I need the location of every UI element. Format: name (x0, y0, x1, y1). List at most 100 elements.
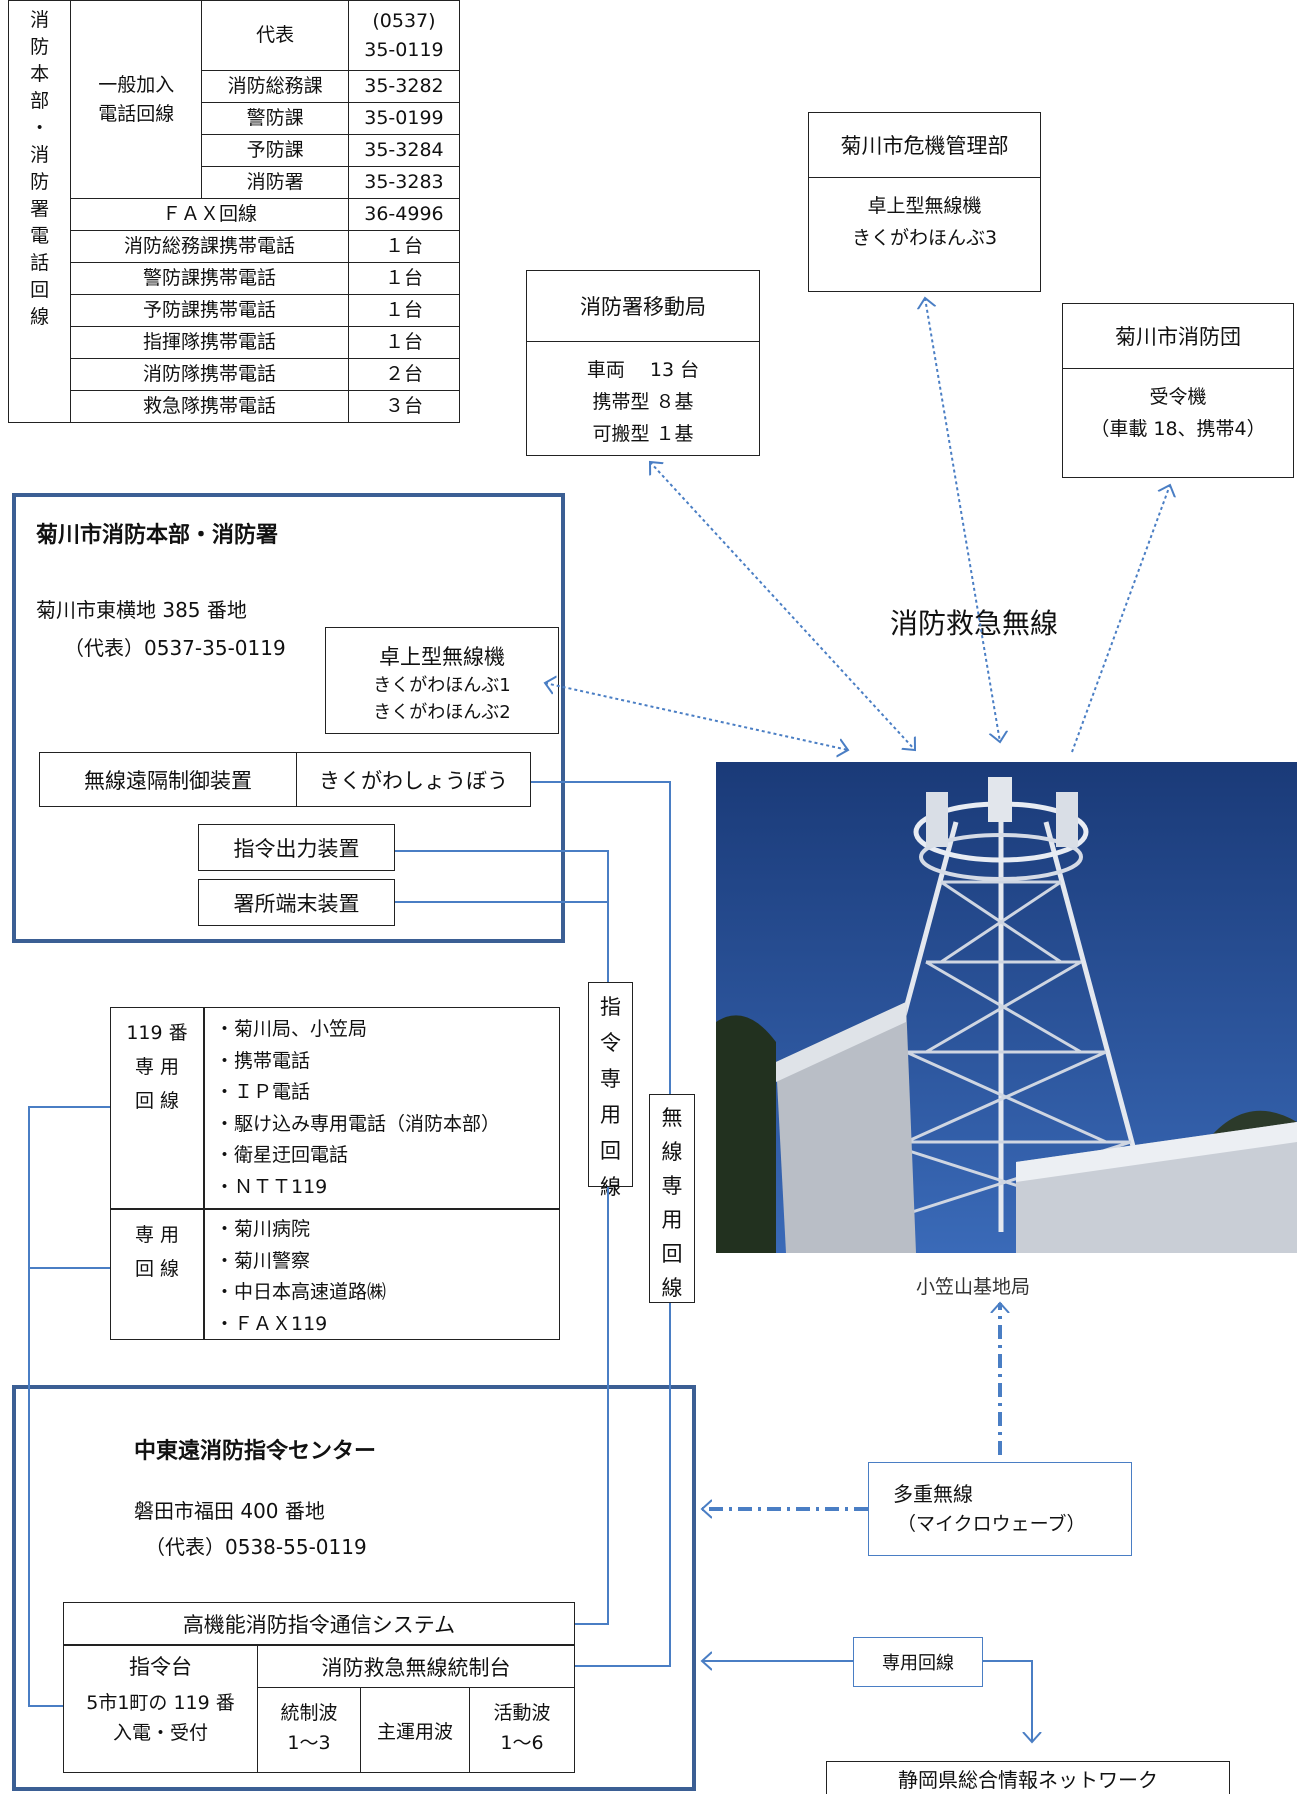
console-box: 指令台 5市1町の 119 番 入電・受付 (63, 1645, 258, 1773)
mobile-station-box: 消防署移動局 車両 13 台 携帯型 ８基 可搬型 １基 (526, 270, 760, 456)
mobile-station-line: 携帯型 ８基 (592, 391, 694, 413)
center-phone: （代表）0538-55-0119 (145, 1535, 367, 1559)
hq-radio-line: きくがわほんぶ1 (373, 675, 511, 696)
mobile-value: ３台 (347, 390, 461, 423)
phone-row-name: 代表 (201, 0, 349, 71)
mobile-name: 消防総務課携帯電話 (70, 230, 349, 263)
prefecture-network: 静岡県総合情報ネットワーク (826, 1761, 1230, 1794)
fire-corps-box: 菊川市消防団 受令機 （車載 18、携帯4） (1062, 303, 1294, 478)
phone-row-value: 35-3283 (347, 166, 461, 199)
sec2-item: ・中日本高速道路㈱ (215, 1281, 387, 1303)
mobile-station-line: 車両 13 台 (586, 359, 700, 381)
radio-label: 消防救急無線 (890, 607, 1059, 640)
fax-value: 36-4996 (347, 198, 461, 231)
radio-link-mobile (650, 462, 915, 750)
phone-row-name: 消防総務課 (201, 70, 349, 103)
phone-row-value: 35-3282 (347, 70, 461, 103)
microwave-title: 多重無線 (893, 1482, 973, 1506)
phone-row-value: 35-0199 (347, 102, 461, 135)
wave-cell: 統制波 1～3 (257, 1687, 361, 1773)
phone-row-value: 35-3284 (347, 134, 461, 167)
crisis-dept-line: きくがわほんぶ3 (851, 227, 998, 249)
dedicated-line-label: 専用回線 (853, 1637, 983, 1687)
tower-caption: 小笠山基地局 (916, 1276, 1031, 1298)
remote-control-label: 無線遠隔制御装置 (39, 752, 297, 807)
lines-table: 119 番 専 用 回 線 ・菊川局、小笠局 ・携帯電話 ・ＩＰ電話 ・駆け込み… (110, 1007, 560, 1340)
mobile-value: ２台 (347, 358, 461, 391)
phone-group-label: 一般加入電話回線 (70, 0, 203, 199)
crisis-dept-line: 卓上型無線機 (867, 195, 982, 217)
mobile-station-line: 可搬型 １基 (592, 423, 694, 445)
sec2-label: 回 線 (134, 1258, 180, 1280)
phone-row-value: (0537)35-0119 (347, 0, 461, 71)
hq-title: 菊川市消防本部・消防署 (36, 523, 279, 548)
crisis-dept-box: 菊川市危機管理部 卓上型無線機 きくがわほんぶ3 (808, 112, 1041, 292)
console-line: 入電・受付 (112, 1722, 208, 1744)
fire-corps-line: 受令機 (1149, 386, 1207, 408)
sec2-label: 専 用 (134, 1224, 180, 1246)
wave-cell: 主運用波 (360, 1687, 470, 1773)
hq-radio-line: きくがわほんぶ2 (373, 702, 511, 723)
hq-address: 菊川市東横地 385 番地 (36, 598, 247, 622)
sec1-item: ・衛星迂回電話 (215, 1144, 349, 1166)
sec1-item: ・菊川局、小笠局 (215, 1018, 368, 1040)
crisis-dept-title: 菊川市危機管理部 (809, 113, 1040, 178)
radio-link-corps (1071, 485, 1170, 753)
microwave-sub: （マイクロウェーブ） (897, 1513, 1086, 1535)
output-device: 指令出力装置 (198, 824, 395, 871)
hq-radio-title: 卓上型無線機 (379, 645, 505, 669)
microwave-box: 多重無線 （マイクロウェーブ） (868, 1462, 1132, 1556)
mobile-name: 警防課携帯電話 (70, 262, 349, 295)
hq-radio-box: 卓上型無線機 きくがわほんぶ1 きくがわほんぶ2 (325, 627, 559, 734)
center-frame (12, 1385, 696, 1791)
wave-range: 1～3 (287, 1732, 331, 1754)
center-title: 中東遠消防指令センター (134, 1439, 377, 1464)
sec1-item: ・携帯電話 (215, 1049, 311, 1072)
sec2-item: ・菊川警察 (215, 1249, 311, 1272)
sec1-item: ・ＮＴＴ119 (215, 1175, 328, 1198)
console-title: 指令台 (129, 1655, 192, 1679)
phone-row-name: 警防課 (201, 102, 349, 135)
phone-table: 消防本部・消防署電話回線 一般加入電話回線 代表 (0537)35-0119 消… (7, 0, 461, 423)
radio-line-label: 無線専用回線 (649, 1094, 695, 1303)
sec1-label: 専 用 (134, 1056, 180, 1078)
console-line: 5市1町の 119 番 (86, 1692, 235, 1714)
dedicated-to-pref (983, 1660, 1032, 1742)
wave-cell: 活動波 1～6 (469, 1687, 575, 1773)
mobile-name: 予防課携帯電話 (70, 294, 349, 327)
sec1-label: 回 線 (134, 1090, 180, 1112)
terminal-device: 署所端末装置 (198, 879, 395, 926)
tower-photo (716, 762, 1297, 1253)
radio-link-hq (545, 683, 848, 750)
system-label: 高機能消防指令通信システム (63, 1602, 575, 1645)
phone-row-name: 予防課 (201, 134, 349, 167)
sec1-label: 119 番 (126, 1022, 188, 1044)
mobile-value: １台 (347, 326, 461, 359)
mobile-name: 救急隊携帯電話 (70, 390, 349, 423)
mobile-name: 指揮隊携帯電話 (70, 326, 349, 359)
radio-link-crisis (925, 298, 1000, 742)
sec2-item: ・ＦＡＸ119 (215, 1312, 328, 1335)
sec2-item: ・菊川病院 (215, 1218, 311, 1240)
mobile-value: １台 (347, 230, 461, 263)
center-address: 磐田市福田 400 番地 (134, 1499, 325, 1523)
phone-table-side-label: 消防本部・消防署電話回線 (7, 0, 72, 423)
hq-phone: （代表）0537-35-0119 (64, 636, 286, 660)
phone-row-name: 消防署 (201, 166, 349, 199)
fax-name: ＦＡＸ回線 (70, 198, 349, 231)
mobile-station-title: 消防署移動局 (527, 271, 759, 342)
mobile-value: １台 (347, 294, 461, 327)
remote-control-callsign: きくがわしょうぼう (296, 752, 531, 807)
wave-range: 1～6 (500, 1732, 544, 1754)
wave-label: 活動波 (493, 1702, 551, 1724)
sec1-item: ・ＩＰ電話 (215, 1081, 311, 1103)
fire-corps-line: （車載 18、携帯4） (1090, 418, 1266, 440)
radio-console-label: 消防救急無線統制台 (257, 1645, 575, 1688)
wave-label: 統制波 (280, 1702, 338, 1724)
mobile-name: 消防隊携帯電話 (70, 358, 349, 391)
sec1-item: ・駆け込み専用電話（消防本部） (215, 1112, 501, 1135)
wave-label: 主運用波 (376, 1720, 453, 1743)
fire-corps-title: 菊川市消防団 (1063, 304, 1293, 369)
cmd-line-label: 指令専用回線 (588, 982, 633, 1199)
mobile-value: １台 (347, 262, 461, 295)
